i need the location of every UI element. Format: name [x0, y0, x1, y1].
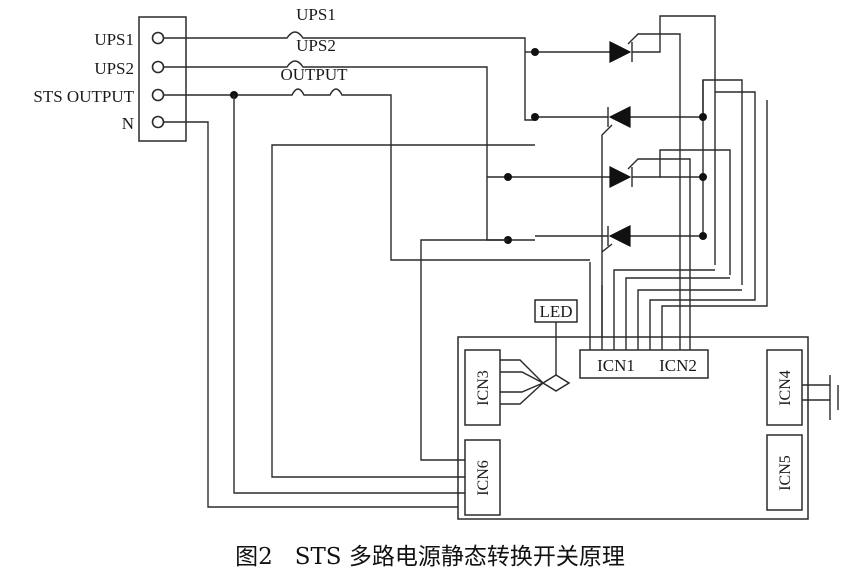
terminal-ups1: [151, 31, 165, 45]
junction-bus-2: [699, 173, 707, 181]
wire-neutral: [164, 121, 460, 508]
icn3-fan-leads: [500, 359, 544, 405]
gate-leads: [601, 33, 691, 340]
label-led: LED: [539, 302, 572, 321]
wire-ups2: [164, 60, 535, 241]
icn-pin-leads: [589, 91, 768, 350]
label-icn4: ICN4: [777, 370, 794, 406]
label-icn6: ICN6: [475, 460, 492, 496]
connector-icn1-icn2: [579, 349, 709, 379]
scr3-line: [535, 149, 731, 275]
label-icn5: ICN5: [777, 455, 794, 491]
right-bus: [660, 80, 704, 236]
junction-bus-3: [699, 232, 707, 240]
terminal-ups2: [151, 60, 165, 74]
icn6-wire-return: [271, 144, 535, 478]
terminal-n: [151, 115, 165, 129]
wire-output: [164, 88, 590, 261]
terminal-sts-output: [151, 88, 165, 102]
thyristor-2-icon: [608, 106, 631, 128]
terminal-label-ups1: UPS1: [94, 30, 134, 49]
junction-ups1-a: [531, 48, 539, 56]
terminal-label-sts-output: STS OUTPUT: [33, 87, 134, 106]
thyristor-1-icon: [609, 41, 632, 63]
connector-icn6: [464, 439, 501, 516]
label-icn1: ICN1: [597, 356, 635, 375]
connector-icn3: [464, 349, 501, 426]
label-icn2: ICN2: [659, 356, 697, 375]
icn6-wire-ups2: [420, 239, 508, 461]
junction-ups1-b: [531, 113, 539, 121]
thyristor-4-icon: [608, 225, 631, 247]
icn4-leads: [802, 375, 839, 420]
figure-caption: 图2 STS 多路电源静态转换开关原理: [235, 544, 625, 570]
terminal-label-n: N: [122, 114, 134, 133]
crossover-label-ups2: UPS2: [296, 36, 336, 55]
crossover-label-output: OUTPUT: [280, 65, 348, 84]
scr2-line: [535, 79, 743, 285]
junction-bus-1: [699, 113, 707, 121]
crossover-label-ups1: UPS1: [296, 5, 336, 24]
icn6-wire-output: [233, 95, 465, 494]
diamond-node-icon: [541, 374, 571, 392]
connector-icn4: [766, 349, 803, 426]
scr1-line: [535, 15, 716, 265]
terminal-label-ups2: UPS2: [94, 59, 134, 78]
wire-ups1: [164, 31, 535, 121]
junction-ups2-a: [504, 173, 512, 181]
label-icn3: ICN3: [475, 370, 492, 406]
thyristor-3-icon: [609, 166, 632, 188]
connector-icn5: [766, 434, 803, 511]
